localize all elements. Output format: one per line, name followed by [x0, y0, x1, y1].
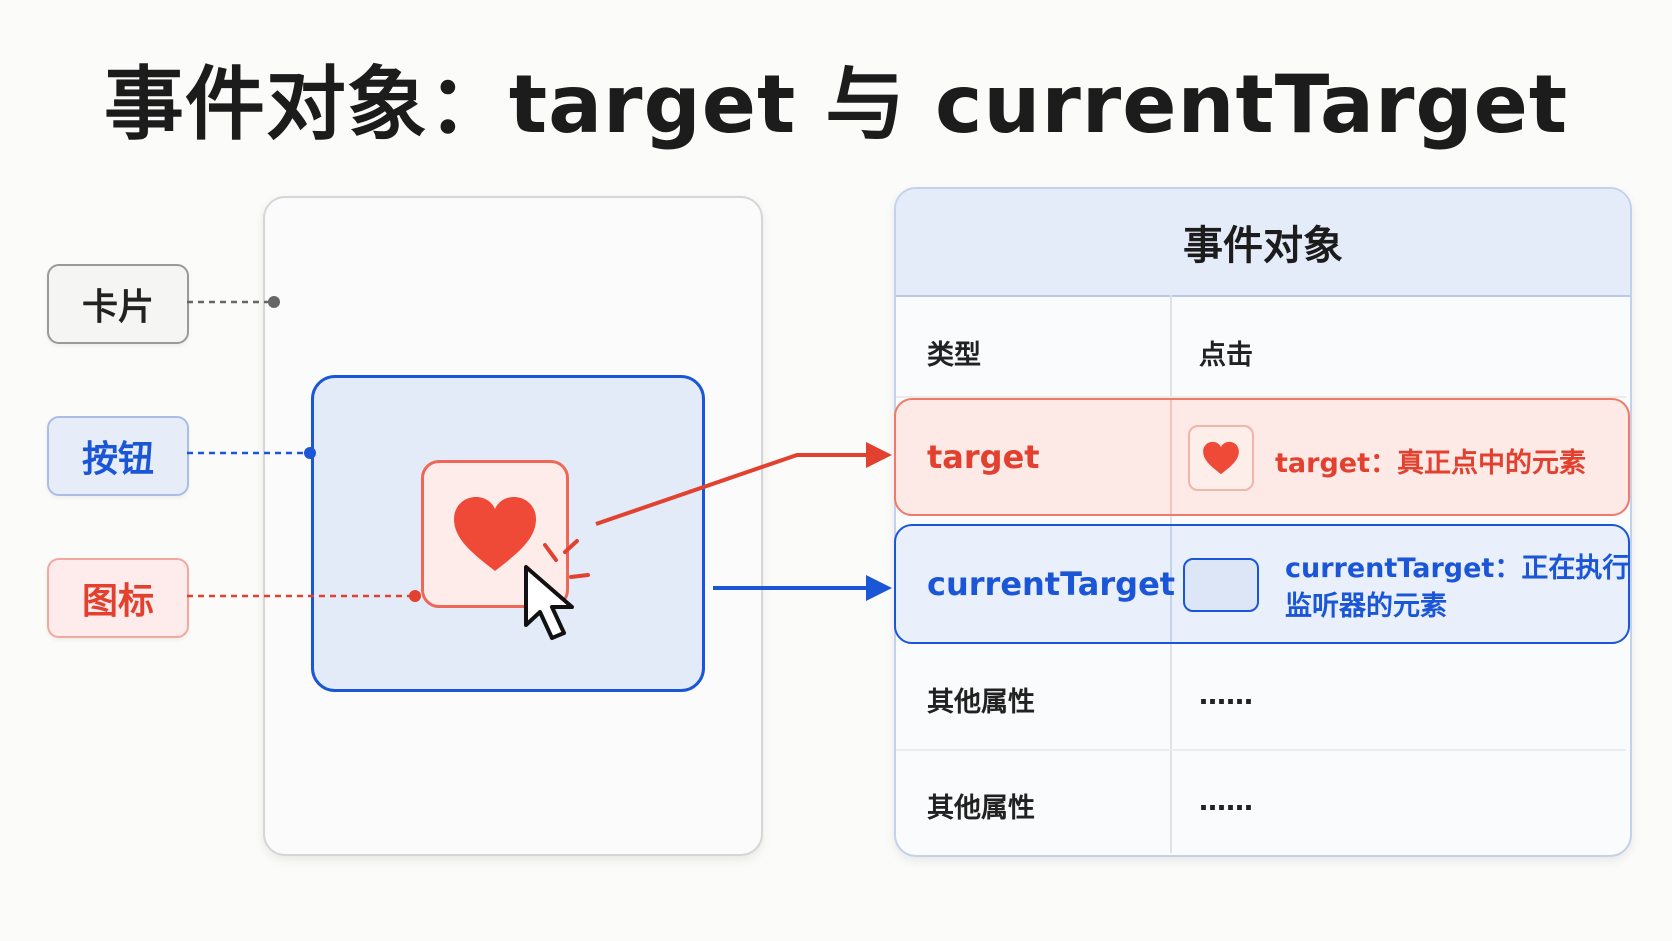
heart-icon — [454, 497, 536, 571]
row-current-target-key: currentTarget — [927, 565, 1176, 603]
label-icon: 图标 — [47, 558, 189, 638]
heart-icon — [1203, 441, 1239, 475]
table-header: 事件对象 — [896, 189, 1630, 297]
row-other-value: …… — [1199, 786, 1253, 817]
current-target-arrowhead — [866, 575, 892, 601]
target-arrowhead — [866, 442, 892, 468]
row-target-key: target — [927, 438, 1040, 476]
row-divider — [896, 396, 1626, 398]
row-current-target — [894, 524, 1630, 644]
mini-heart-box — [1188, 425, 1254, 491]
label-card: 卡片 — [47, 264, 189, 344]
row-other-key: 其他属性 — [927, 687, 1035, 718]
row-other-key: 其他属性 — [927, 793, 1035, 824]
row-type-key: 类型 — [927, 340, 981, 371]
row-other-value: …… — [1199, 680, 1253, 711]
row-type-value: 点击 — [1199, 340, 1253, 371]
row-target — [894, 398, 1630, 516]
label-button: 按钮 — [47, 416, 189, 496]
mini-button-box — [1183, 558, 1259, 612]
row-target-value: target：真正点中的元素 — [1275, 448, 1586, 479]
event-object-table: 事件对象 — [894, 187, 1632, 857]
page-title: 事件对象：target 与 currentTarget — [103, 58, 1569, 151]
row-current-target-value-line2: 监听器的元素 — [1285, 591, 1447, 622]
row-divider — [896, 749, 1626, 751]
row-current-target-value-line1: currentTarget：正在执行 — [1285, 553, 1630, 584]
icon-element — [421, 460, 569, 608]
